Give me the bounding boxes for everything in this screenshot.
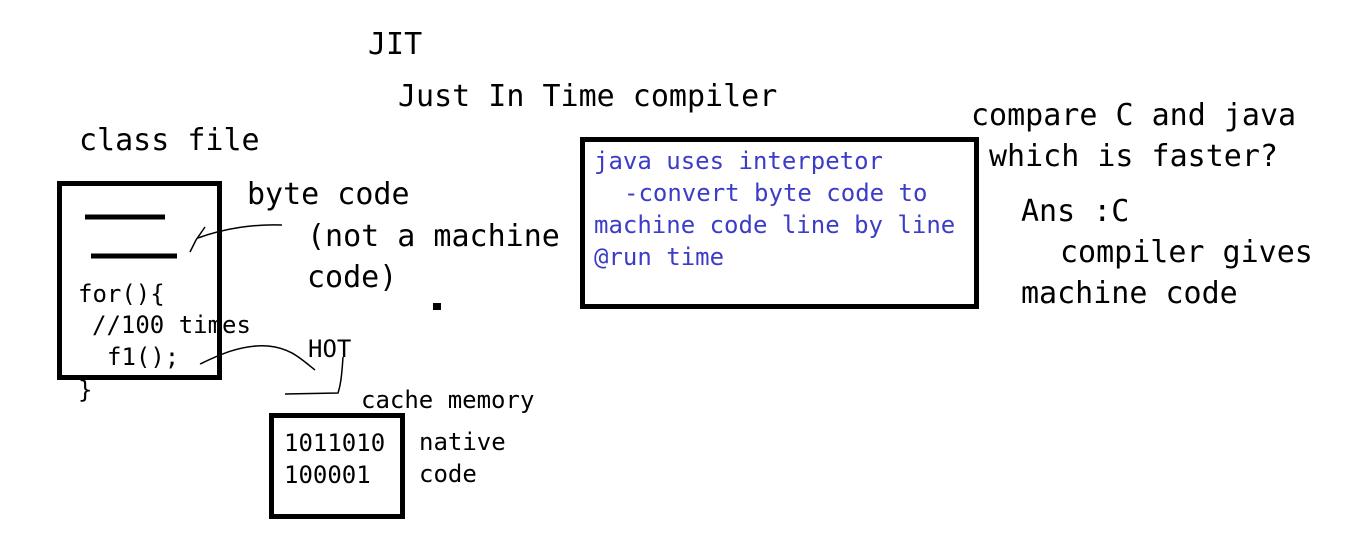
dot-mark [433,303,441,310]
compare-question-line-2: which is faster? [989,139,1278,174]
interpreter-line-1: java uses interpetor [594,147,883,175]
interpreter-line-4: @run time [594,243,725,271]
binary-line-2: 100001 [284,461,371,489]
interpreter-line-3: machine code line by line [594,211,956,239]
binary-line-1: 1011010 [284,429,386,457]
answer-line-1: Ans :C [1021,194,1130,229]
interpreter-line-2: -convert byte code to [624,179,928,207]
native-code-label: code [419,460,477,488]
class-file-label: class file [79,123,260,158]
diagram-title: JIT [368,27,423,62]
byte-code-label: byte code [247,177,410,212]
answer-line-2: compiler gives [1060,235,1313,270]
not-machine-code-label: (not a machine [307,219,560,254]
diagram-subtitle: Just In Time compiler [398,79,778,114]
code-line-close: } [78,376,93,404]
native-label: native [419,428,506,456]
interpreter-box [580,137,979,309]
compare-question-line-1: compare C and java [971,98,1297,133]
cache-memory-label: cache memory [361,386,535,414]
native-code-box [269,413,405,519]
class-file-box [57,181,222,380]
code-line-comment: //100 times [92,311,251,339]
answer-line-3: machine code [1021,276,1238,311]
code-line-call: f1(); [107,343,180,371]
code-line-for: for(){ [78,280,165,308]
code-label: code) [307,260,398,295]
hot-label: HOT [308,335,352,363]
